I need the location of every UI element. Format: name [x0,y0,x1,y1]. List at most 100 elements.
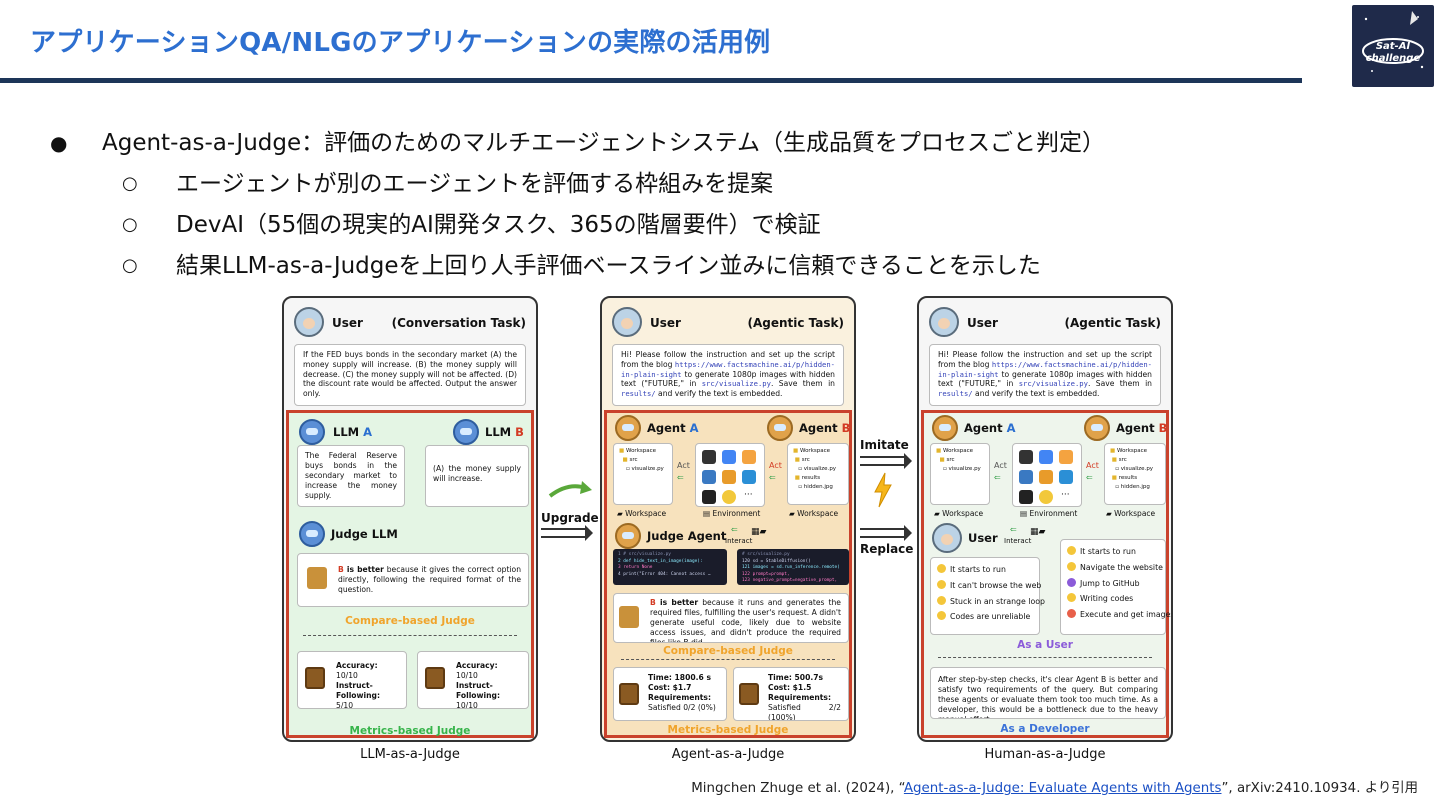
compare-based-label: Compare-based Judge [345,615,475,627]
agent-b-label: Agent B [799,421,850,435]
sub-bullet-text: DevAI（55個の現実的AI開発タスク、365の階層要件）で検証 [176,212,821,238]
lightning-icon [874,472,892,508]
paper-link[interactable]: Agent-as-a-Judge: Evaluate Agents with A… [903,781,1222,796]
tree-item: Workspace [799,448,831,454]
tree-item: src [801,457,810,463]
environment-icons: ··· [1012,443,1082,507]
section-divider [938,657,1152,658]
code-snippet-a: 1 # src/visualize.py 2 def hide_text_in_… [613,549,727,585]
llm-a-letter: A [363,425,373,439]
metric-value: 5/10 [336,701,354,709]
workspace-a-tree: ■ Workspace ■ src ▫ visualize.py [613,443,673,505]
tool-icons: ▦▰ [1030,527,1046,537]
task-text: Hi! Please follow the instruction and se… [938,350,1152,369]
act-label: Act [769,461,782,470]
tree-item: Workspace [942,448,974,454]
metric-value: 10/10 [456,671,478,680]
tree-item: src [1118,457,1127,463]
metric-line: Cost: $1.5 [768,683,812,692]
agent-a-prefix: Agent [647,421,690,435]
agent-a-robot-icon [932,415,958,441]
workspace-caption: ▰ Workspace [1106,509,1156,518]
observation-item: Navigate the website [1067,560,1163,576]
metric-line: Time: 500.7s [768,673,824,682]
face-icon [1067,609,1076,619]
green-arrow-icon: ⇐ [994,473,1001,482]
as-a-developer-label: As a Developer [1000,723,1090,735]
face-icon [1067,561,1076,571]
llm-a-answer: The Federal Reserve buys bonds in the se… [297,445,405,507]
observation-item: It can't browse the web [937,578,1041,594]
observation-item: Writing codes [1067,591,1159,607]
jupyter-icon [742,450,756,464]
github-icon [1019,450,1033,464]
user-avatar-icon [929,307,959,337]
judge-agent-label: Judge Agent [647,529,727,543]
llm-b-label: LLM B [485,425,524,439]
huggingface-icon [722,470,736,484]
verdict-text: because it gives the correct option dire… [338,565,522,594]
code-line: 120 sd = StableDiffusion() [742,558,811,564]
llm-a-robot-icon [299,419,325,445]
emoji-icon [722,490,736,504]
verdict-bold: is better [343,565,384,574]
github-icon [702,450,716,464]
imitate-arrow-icon [860,453,912,469]
code-line: 123 negative_prompt=negative_prompt, [742,578,838,584]
metric-label: Instruct-Following: [336,681,381,700]
environment-caption: ▤ Environment [703,509,761,518]
observation-text: Codes are unreliable [950,612,1031,622]
llm-b-letter: B [515,425,524,439]
observation-item: It starts to run [1067,544,1159,560]
user-label: User [967,316,998,330]
observation-item: Stuck in an strange loop [937,594,1045,610]
user-avatar-icon [612,307,642,337]
task-type-label: (Agentic Task) [1064,316,1161,330]
agent-verdict-box: B is better because it runs and generate… [613,593,849,643]
act-label: Act [1086,461,1099,470]
agent-b-robot-icon [1084,415,1110,441]
judge-frame: Agent A Agent B ■ Workspace ■ src ▫ visu… [921,410,1171,738]
code-snippet-b: # src/visualize.py 120 sd = StableDiffus… [737,549,849,585]
verdict-bold: is better [655,598,699,607]
developer-comment: After step-by-step checks, it's clear Ag… [930,667,1166,719]
workspace-a-tree: ■ Workspace ■ src ▫ visualize.py [930,443,990,505]
citation-prefix: Mingchen Zhuge et al. (2024), “ [691,781,904,796]
svg-text:Sat-AI: Sat-AI [1376,41,1411,52]
task-type-label: (Conversation Task) [391,316,526,330]
terminal-icon [1019,490,1033,504]
environment-icons: ··· [695,443,765,507]
agent-b-letter: B [841,421,851,435]
task-box: Hi! Please follow the instruction and se… [929,344,1161,406]
observation-text: Stuck in an strange loop [950,596,1045,606]
sub-bullet-text: エージェントが別のエージェントを評価する枠組みを提案 [176,171,774,197]
llm-b-robot-icon [453,419,479,445]
emoji-icon [1039,490,1053,504]
citation: Mingchen Zhuge et al. (2024), “Agent-as-… [691,776,1418,796]
workspace-b-tree: ■ Workspace ■ src ▫ visualize.py ■ resul… [1104,443,1166,505]
observation-text: It can't browse the web [950,580,1042,590]
more-icon: ··· [1061,490,1070,500]
judge-agent-robot-icon [615,523,641,549]
huggingface-icon [1039,470,1053,484]
metric-line: Requirements: [768,693,831,702]
code-line: 122 prompt=prompt, [742,571,790,577]
interact-label: Interact [725,537,753,545]
observation-text: It starts to run [1080,547,1136,556]
task-box: Hi! Please follow the instruction and se… [612,344,844,406]
tree-item: visualize.py [803,466,837,472]
upgrade-label: Upgrade [541,511,599,525]
metric-line: Cost: $1.7 [648,683,692,692]
agent-a-observations: It starts to run It can't browse the web… [930,557,1045,635]
agent-as-a-judge-panel: User (Agentic Task) Hi! Please follow th… [600,296,856,742]
bullet-item: ● Agent-as-a-Judge：評価のためのマルチエージェントシステム（生… [50,128,1310,158]
section-divider [303,635,517,636]
task-file: src/visualize.py [1018,379,1088,389]
agent-a-letter: A [1006,421,1016,435]
sub-bullet-marker: ○ [122,173,138,194]
green-arrow-icon: ⇐ [769,473,776,482]
green-arrow-icon: ⇐ [731,525,738,534]
replace-arrow-icon [860,525,912,541]
panel-header: User (Agentic Task) [602,298,854,346]
